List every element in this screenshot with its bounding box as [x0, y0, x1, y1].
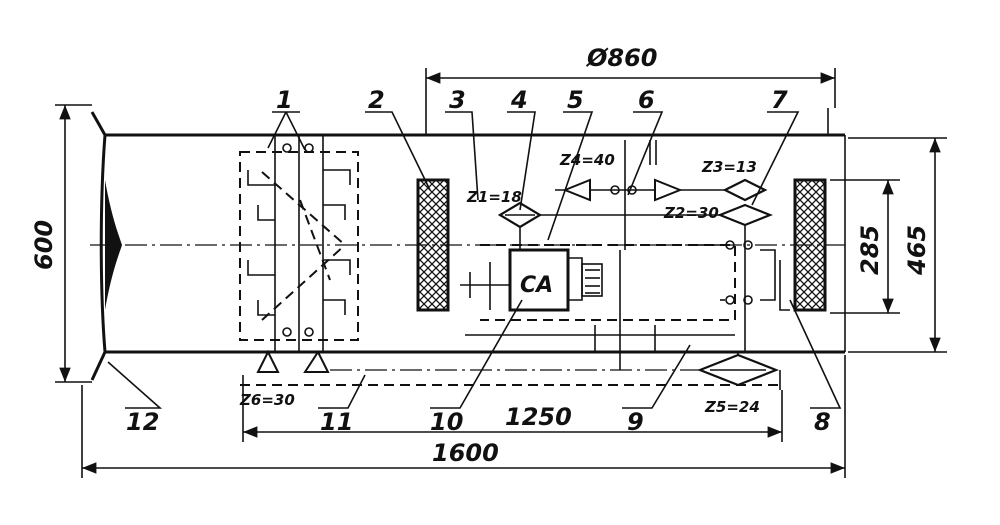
drive-unit: CA — [480, 244, 736, 321]
callout-9: 9 — [627, 408, 644, 436]
gear-z6-label: Z6=30 — [239, 391, 295, 409]
callout-11: 11 — [320, 408, 353, 436]
filter-right — [793, 178, 827, 312]
callout-5: 5 — [567, 86, 584, 114]
callout-4: 4 — [510, 86, 528, 114]
blade-rotor — [239, 134, 359, 373]
dimension-d860: Ø860 — [585, 44, 658, 72]
callout-10: 10 — [430, 408, 463, 436]
dimension-d285: 285 — [856, 225, 884, 275]
gear-z2-label: Z2=30 — [663, 204, 719, 222]
filter-left — [416, 178, 450, 312]
callout-3: 3 — [449, 86, 466, 114]
dimension-lines — [55, 68, 947, 478]
callout-leaders — [107, 111, 842, 409]
callout-1: 1 — [276, 86, 293, 114]
dimension-d465: 465 — [903, 225, 931, 276]
transmission — [240, 140, 790, 390]
callout-12: 12 — [126, 408, 159, 436]
callout-6: 6 — [638, 86, 655, 114]
gear-z5-label: Z5=24 — [704, 398, 760, 416]
callout-2: 2 — [368, 86, 385, 114]
housing — [105, 108, 846, 354]
callout-7: 7 — [771, 86, 788, 114]
gear-z4-label: Z4=40 — [559, 151, 615, 169]
callout-8: 8 — [814, 408, 831, 436]
inlet-cone — [90, 111, 122, 381]
drive-unit-label: CA — [520, 273, 553, 298]
dimension-d1250: 1250 — [505, 403, 572, 431]
gear-z1-label: Z1=18 — [466, 188, 522, 206]
dimension-d1600: 1600 — [432, 439, 499, 467]
dimension-d600: 600 — [30, 220, 58, 270]
gear-z3-label: Z3=13 — [701, 158, 757, 176]
